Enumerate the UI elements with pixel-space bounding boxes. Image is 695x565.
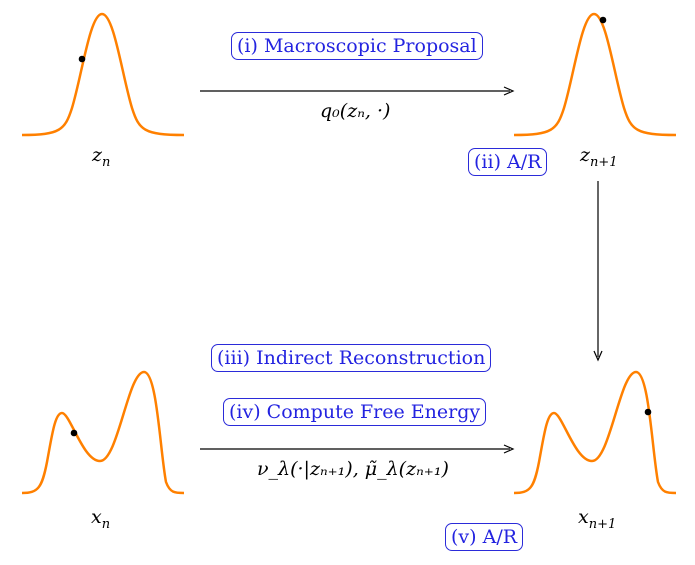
density-x-n1: [513, 370, 677, 495]
unimodal-curve-z-n1: [513, 12, 677, 137]
var-z-n: zn: [92, 144, 111, 170]
step-compute-free-energy: (iv) Compute Free Energy: [223, 398, 487, 426]
step-indirect-reconstruction: (iii) Indirect Reconstruction: [211, 344, 492, 372]
arrow-bottom: [200, 444, 515, 454]
arrow-top: [200, 86, 515, 96]
state-dot-x-n1: [644, 408, 652, 416]
unimodal-curve-z-n: [21, 12, 185, 137]
arrow-label-top: q₀(zₙ, ·): [320, 100, 391, 122]
bimodal-curve-x-n: [21, 370, 185, 495]
state-dot-x-n: [70, 429, 78, 437]
arrow-vertical: [593, 181, 603, 362]
step-accept-reject-1: (ii) A/R: [468, 148, 548, 176]
step-macroscopic-proposal: (i) Macroscopic Proposal: [231, 32, 483, 60]
bimodal-curve-x-n1: [513, 370, 677, 495]
var-z-n1: zn+1: [580, 144, 618, 170]
state-dot-z-n: [78, 55, 86, 63]
state-dot-z-n1: [599, 16, 607, 24]
density-x-n: [21, 370, 185, 495]
var-x-n1: xn+1: [578, 506, 617, 532]
step-accept-reject-2: (v) A/R: [445, 523, 524, 551]
density-z-n: [21, 12, 185, 137]
arrow-label-bottom: ν_λ(·|zₙ₊₁), μ̃_λ(zₙ₊₁): [257, 458, 449, 480]
density-z-n1: [513, 12, 677, 137]
var-x-n: xn: [91, 506, 111, 532]
